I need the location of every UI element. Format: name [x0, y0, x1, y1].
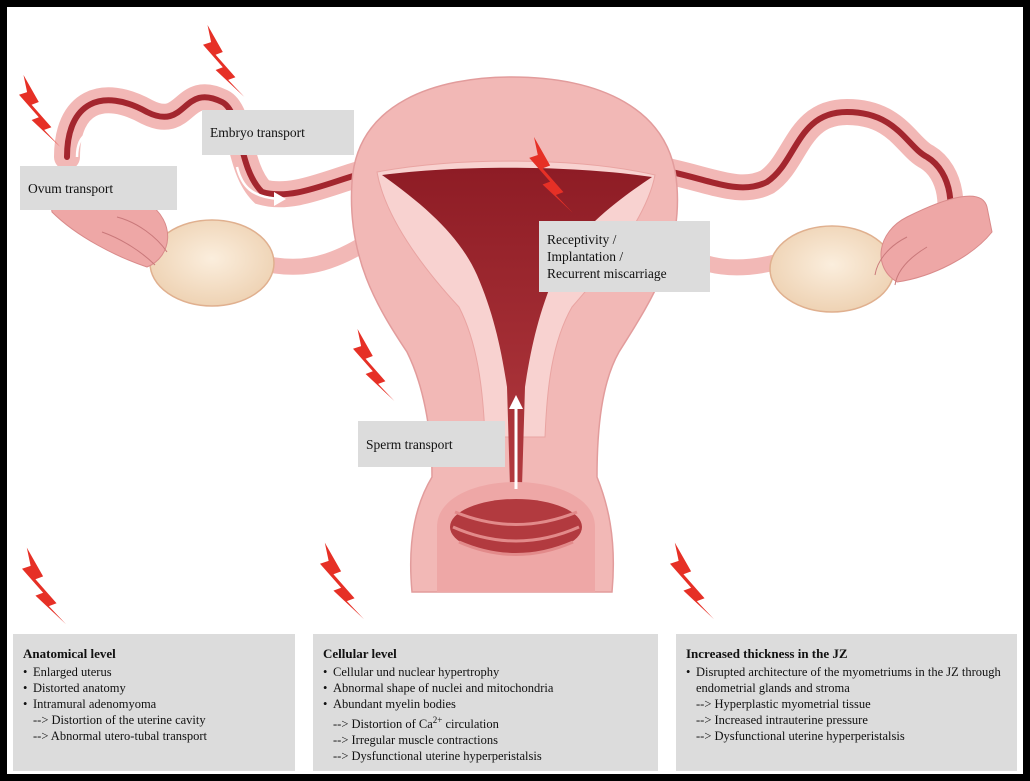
list-item: --> Dysfunctional uterine hyperperistals… — [686, 728, 1007, 744]
lightning-cellular-icon — [320, 543, 364, 620]
list-item: Intramural adenomyoma — [23, 696, 285, 712]
right-ovary — [770, 226, 894, 312]
left-ovary — [150, 220, 274, 306]
receptivity-line-1: Receptivity / — [547, 231, 702, 248]
panel-title: Anatomical level — [23, 646, 285, 662]
cellular-level-panel: Cellular level Cellular und nuclear hype… — [313, 634, 658, 771]
diagram-canvas: Ovum transport Embryo transport Receptiv… — [7, 7, 1023, 774]
list-item: Abundant myelin bodies — [323, 696, 648, 712]
list-item: --> Distortion of Ca2+ circulation — [323, 712, 648, 732]
list-item: --> Increased intrauterine pressure — [686, 712, 1007, 728]
list-item: Enlarged uterus — [23, 664, 285, 680]
list-item: --> Distortion of the uterine cavity — [23, 712, 285, 728]
embryo-transport-text: Embryo transport — [210, 124, 346, 141]
ovum-transport-label: Ovum transport — [20, 166, 177, 210]
lightning-sperm-icon — [353, 329, 394, 401]
ovum-transport-text: Ovum transport — [28, 180, 169, 197]
lightning-jz-icon — [670, 543, 714, 620]
cervix — [437, 482, 595, 592]
list-item: --> Hyperplastic myometrial tissue — [686, 696, 1007, 712]
sperm-transport-label: Sperm transport — [358, 421, 505, 467]
right-fimbriae — [875, 196, 992, 285]
list-item: Abnormal shape of nuclei and mitochondri… — [323, 680, 648, 696]
receptivity-line-3: Recurrent miscarriage — [547, 265, 702, 282]
embryo-transport-label: Embryo transport — [202, 110, 354, 155]
receptivity-line-2: Implantation / — [547, 248, 702, 265]
anatomical-level-panel: Anatomical level Enlarged uterus Distort… — [13, 634, 295, 771]
list-item: --> Irregular muscle contractions — [323, 732, 648, 748]
list-item: --> Abnormal utero-tubal transport — [23, 728, 285, 744]
list-item: --> Dysfunctional uterine hyperperistals… — [323, 748, 648, 764]
list-item: Distorted anatomy — [23, 680, 285, 696]
list-item: Disrupted architecture of the myometrium… — [686, 664, 1007, 696]
jz-thickness-panel: Increased thickness in the JZ Disrupted … — [676, 634, 1017, 771]
lightning-ovum-icon — [19, 75, 60, 147]
list-item: Cellular und nuclear hypertrophy — [323, 664, 648, 680]
panel-title: Increased thickness in the JZ — [686, 646, 1007, 662]
receptivity-label: Receptivity / Implantation / Recurrent m… — [539, 221, 710, 292]
panel-title: Cellular level — [323, 646, 648, 662]
lightning-anatomical-icon — [22, 548, 66, 625]
sperm-transport-text: Sperm transport — [366, 436, 497, 453]
